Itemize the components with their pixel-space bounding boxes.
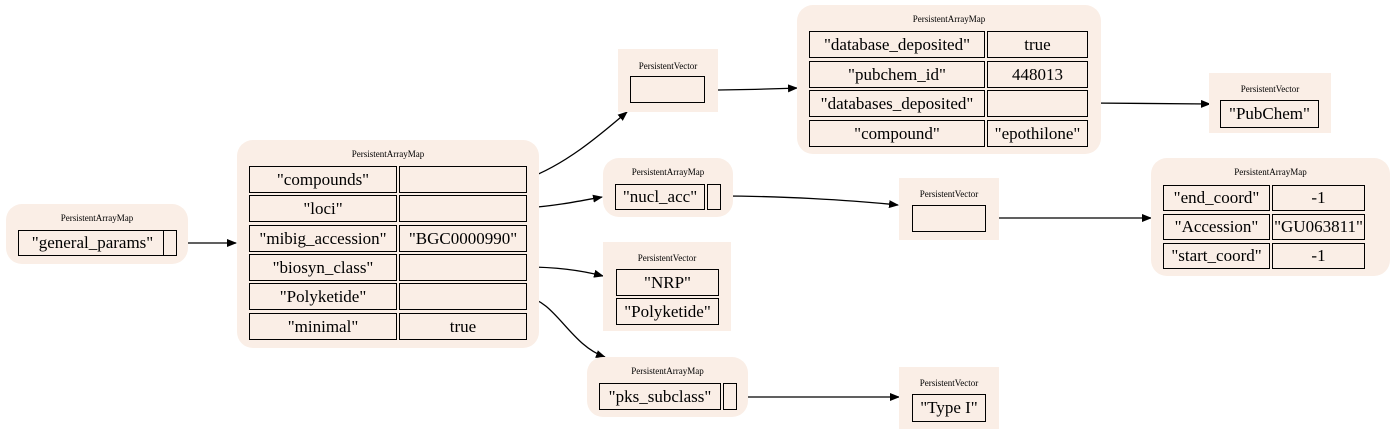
- node-title: PersistentVector: [919, 378, 979, 388]
- key-cell: "general_params": [18, 230, 167, 256]
- node-title: PersistentArrayMap: [351, 149, 425, 159]
- key-cell: "compounds": [249, 166, 397, 193]
- node-title: PersistentVector: [637, 253, 697, 263]
- item-cell: "Polyketide": [616, 298, 719, 325]
- item-cell: "NRP": [616, 269, 719, 296]
- key-cell: "database_deposited": [809, 31, 985, 58]
- key-cell: "loci": [249, 195, 397, 222]
- node-pks-subclass-vector: PersistentVector "Type I": [899, 367, 999, 429]
- key-cell: "Accession": [1163, 214, 1270, 240]
- value-cell: "GU063811": [1272, 214, 1365, 240]
- key-cell: "pubchem_id": [809, 61, 985, 88]
- value-cell: [399, 254, 527, 281]
- pointer-cell: [912, 205, 986, 232]
- node-databases-vector: PersistentVector "PubChem": [1209, 73, 1331, 133]
- node-loci-vector: PersistentVector: [899, 178, 999, 240]
- pointer-cell: [723, 383, 737, 410]
- node-general-params-map: PersistentArrayMap "general_params": [6, 204, 188, 264]
- item-cell: "Type I": [912, 394, 986, 422]
- pointer-cell: [630, 76, 705, 103]
- node-compounds-vector: PersistentVector: [618, 49, 718, 112]
- edge-nucl-acc: [719, 195, 899, 209]
- value-cell: [399, 283, 527, 310]
- key-cell: "mibig_accession": [249, 225, 397, 252]
- node-biosyn-class-vector: PersistentVector "NRP" "Polyketide": [603, 242, 731, 331]
- value-cell: -1: [1272, 243, 1365, 269]
- node-title: PersistentVector: [638, 61, 698, 71]
- node-compound-map: PersistentArrayMap "database_deposited" …: [797, 5, 1101, 154]
- node-title: PersistentArrayMap: [631, 366, 704, 376]
- value-cell: "epothilone": [987, 120, 1088, 147]
- key-cell: "start_coord": [1163, 243, 1270, 269]
- key-cell: "databases_deposited": [809, 90, 985, 117]
- key-cell: "minimal": [249, 313, 397, 340]
- node-title: PersistentArrayMap: [912, 14, 986, 24]
- value-cell: "BGC0000990": [399, 225, 527, 252]
- node-title: PersistentArrayMap: [60, 213, 134, 223]
- edge-compound-vec: [705, 84, 798, 93]
- node-title: PersistentArrayMap: [1234, 167, 1307, 177]
- value-cell: [987, 90, 1088, 117]
- node-title: PersistentArrayMap: [631, 167, 705, 177]
- value-cell: -1: [1272, 185, 1365, 211]
- node-params-map: PersistentArrayMap "compounds" "loci" "m…: [237, 140, 539, 348]
- pointer-cell: [163, 230, 177, 256]
- key-cell: "Polyketide": [249, 283, 397, 310]
- value-cell: 448013: [987, 61, 1088, 88]
- node-loci-map: PersistentArrayMap "nucl_acc": [603, 158, 733, 217]
- value-cell: true: [399, 313, 527, 340]
- value-cell: [399, 195, 527, 222]
- value-cell: [399, 166, 527, 193]
- key-cell: "biosyn_class": [249, 254, 397, 281]
- node-title: PersistentVector: [1240, 84, 1300, 94]
- key-cell: "end_coord": [1163, 185, 1270, 211]
- node-title: PersistentVector: [919, 189, 979, 199]
- key-cell: "nucl_acc": [615, 184, 705, 210]
- node-accession-map: PersistentArrayMap "end_coord" -1 "Acces…: [1151, 158, 1390, 276]
- pointer-cell: [707, 184, 721, 210]
- key-cell: "pks_subclass": [599, 383, 721, 410]
- node-pks-map: PersistentArrayMap "pks_subclass": [587, 357, 748, 417]
- value-cell: true: [987, 31, 1088, 58]
- key-cell: "compound": [809, 120, 985, 147]
- edge-databases-deposited: [1087, 99, 1211, 108]
- item-cell: "PubChem": [1220, 100, 1319, 128]
